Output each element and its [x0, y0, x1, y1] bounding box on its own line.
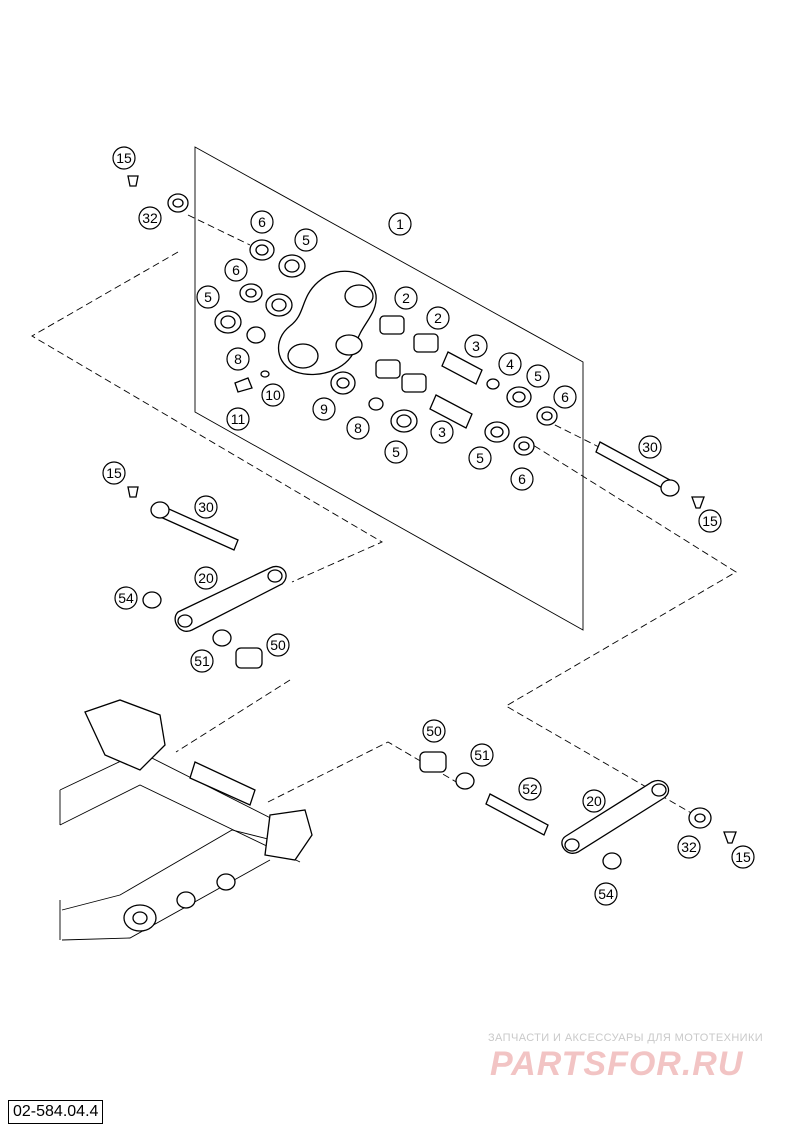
callout-label: 2: [402, 290, 410, 306]
callout-label: 1: [396, 216, 404, 232]
callout-label: 5: [476, 450, 484, 466]
callout-15-left: 15: [102, 461, 126, 485]
callout-6-right: 6: [553, 385, 577, 409]
callout-label: 51: [474, 747, 490, 763]
callout-52: 52: [518, 777, 542, 801]
callout-50-upper: 50: [266, 633, 290, 657]
callout-6-mid: 6: [224, 258, 248, 282]
callout-label: 54: [598, 886, 614, 902]
callout-5-left: 5: [196, 285, 220, 309]
callout-32-lower: 32: [677, 835, 701, 859]
callout-label: 3: [438, 424, 446, 440]
callout-2-upper: 2: [394, 286, 418, 310]
callout-label: 20: [198, 570, 214, 586]
callout-label: 10: [265, 387, 281, 403]
callout-label: 51: [194, 653, 210, 669]
callout-15-right: 15: [698, 509, 722, 533]
callout-20-lower: 20: [582, 789, 606, 813]
callout-5-upper: 5: [294, 228, 318, 252]
callout-6-upper: 6: [250, 210, 274, 234]
callout-label: 20: [586, 793, 602, 809]
bearing-parts: [127, 175, 737, 870]
assembly-line-bottom: [267, 741, 471, 803]
callout-label: 15: [116, 150, 132, 166]
callout-8-lower: 8: [346, 416, 370, 440]
callout-9: 9: [312, 397, 336, 421]
callout-label: 30: [198, 499, 214, 515]
callout-4: 4: [498, 352, 522, 376]
callout-51-lower: 51: [470, 743, 494, 767]
callout-label: 5: [392, 444, 400, 460]
callout-5-bottom-right: 5: [468, 446, 492, 470]
callout-54-lower: 54: [594, 882, 618, 906]
callout-30-right: 30: [638, 435, 662, 459]
callout-label: 4: [506, 356, 514, 372]
callout-label: 6: [258, 214, 266, 230]
callout-label: 3: [472, 338, 480, 354]
callout-label: 30: [642, 439, 658, 455]
callout-5-right: 5: [526, 364, 550, 388]
watermark-brand: PARTSFOR.RU: [490, 1045, 744, 1083]
callout-3-upper: 3: [464, 334, 488, 358]
callout-15-lower: 15: [731, 845, 755, 869]
callout-15-top-left: 15: [112, 146, 136, 170]
callout-label: 2: [434, 310, 442, 326]
callout-label: 6: [518, 471, 526, 487]
callout-label: 5: [534, 368, 542, 384]
diagram-code: 02-584.04.4: [8, 1100, 104, 1124]
kit-outline: [194, 146, 584, 631]
swingarm-frame: [59, 699, 313, 941]
watermark-tagline: ЗАПЧАСТИ И АКСЕССУАРЫ ДЛЯ МОТОТЕХНИКИ: [488, 1032, 764, 1044]
callout-label: 15: [106, 465, 122, 481]
callout-label: 6: [232, 262, 240, 278]
callout-label: 52: [522, 781, 538, 797]
callout-10: 10: [261, 383, 285, 407]
callout-label: 11: [231, 411, 246, 427]
assembly-line-lower: [175, 679, 291, 753]
callout-label: 6: [561, 389, 569, 405]
callout-6-bottom: 6: [510, 467, 534, 491]
callout-32-top: 32: [138, 206, 162, 230]
callout-51-upper: 51: [190, 649, 214, 673]
callout-label: 50: [426, 723, 442, 739]
callout-label: 5: [302, 232, 310, 248]
callout-50-lower: 50: [422, 719, 446, 743]
callout-label: 15: [735, 849, 751, 865]
callout-label: 32: [142, 210, 158, 226]
callout-5-bottom-left: 5: [384, 440, 408, 464]
callout-11: 11: [226, 407, 250, 431]
callout-3-lower: 3: [430, 420, 454, 444]
callout-1: 1: [388, 212, 412, 236]
rocker-lever: [277, 270, 377, 376]
leader-bolt-30: [544, 419, 606, 451]
callout-label: 8: [354, 420, 362, 436]
assembly-line-right: [505, 439, 737, 819]
leader-32-top: [187, 214, 251, 246]
callout-label: 9: [320, 401, 328, 417]
callout-label: 5: [204, 289, 212, 305]
callout-label: 8: [234, 351, 242, 367]
callout-label: 54: [118, 590, 134, 606]
callout-label: 15: [702, 513, 718, 529]
callout-2-lower: 2: [426, 306, 450, 330]
callout-label: 50: [270, 637, 286, 653]
callout-30-left: 30: [194, 495, 218, 519]
callout-8-upper: 8: [226, 347, 250, 371]
callout-label: 32: [681, 839, 697, 855]
callout-20-upper: 20: [194, 566, 218, 590]
callout-54-upper: 54: [114, 586, 138, 610]
